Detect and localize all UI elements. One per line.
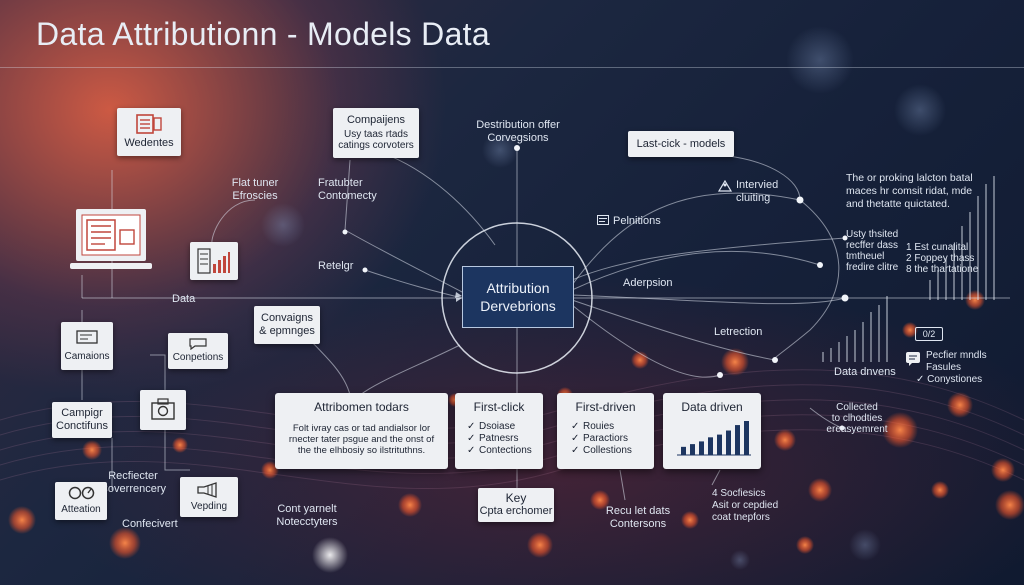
campaigns-box[interactable]: Camaions (61, 322, 113, 370)
cont-label: Cont yarnelt Notecctyters (276, 503, 338, 528)
attention-box-label: Atteation (61, 504, 101, 515)
chat-bubble-icon (189, 338, 207, 350)
last-click-models-label: Last-cick - models (636, 137, 726, 150)
numbered-item: 2 Foppey thass (906, 253, 975, 264)
attribomen-card-title: Attribomen todars (314, 400, 409, 414)
pelnitions-label: Pelnitions (597, 215, 661, 228)
triangle-person-icon (718, 180, 732, 192)
camera-icon-box[interactable] (140, 390, 186, 430)
megaphone-icon (197, 481, 217, 498)
campaigns-box-label: Camaions (64, 350, 110, 362)
attribomen-card[interactable]: Attribomen todars Folt ivray cas or tad … (275, 393, 448, 469)
first-click-card-title: First-click (473, 400, 525, 414)
attribution-center-node[interactable]: Attribution Dervebrions (462, 266, 574, 328)
key-box[interactable]: Key Cpta erchomer (478, 488, 554, 522)
campigr-box[interactable]: Campigr Conctifuns (52, 402, 112, 438)
document-icon (136, 114, 162, 134)
data-driven-bar-chart (677, 421, 751, 456)
confecivert-label: Confecivert (122, 518, 178, 530)
camera-icon (151, 398, 175, 420)
center-ring (441, 222, 593, 374)
oprocking-text: The or proking lalcton batal maces hr co… (846, 172, 973, 210)
page-title: Data Attributionn - Models Data (36, 16, 490, 52)
oz-badge: 0/2 (915, 327, 943, 341)
convaigns-line2: & epmnges (259, 325, 315, 337)
retelgr-label: Retelgr (318, 260, 354, 272)
data-driven-bar (708, 437, 713, 455)
first-driven-item: Rouies (571, 421, 648, 433)
data-driven-bar (717, 434, 722, 455)
data-driven-bar (699, 441, 704, 455)
pecfier-list: Pecfier mndls Fasules ✓ Conystiones (906, 350, 987, 386)
list-icon (597, 215, 609, 225)
numbered-item: 1 Est cunalital (906, 242, 969, 253)
center-line1: Attribution (486, 280, 550, 296)
campaigns-header-box[interactable]: Compaijens Usy taas rtads catings corvot… (333, 108, 419, 158)
attribomen-card-line2: rnecter tater psgue and the onst of (288, 434, 435, 445)
data-label: Data (172, 293, 196, 305)
campaigns-header-line2: catings corvoters (338, 140, 414, 151)
vepding-box-label: Vepding (190, 500, 228, 512)
first-click-item: Contections (467, 445, 537, 457)
first-click-item: Patnesrs (467, 433, 537, 445)
campaigns-header-title: Compaijens (346, 114, 406, 126)
first-click-item: Dsoiase (467, 421, 537, 433)
data-driven-bar (735, 425, 740, 455)
data-driven-bar (690, 444, 695, 455)
laptop-icon (70, 207, 152, 276)
usty-label: Usty thsited recffer dass tmtheuel fredi… (846, 229, 899, 273)
campigr-label-line2: Conctifuns (56, 420, 108, 432)
attribomen-card-line1: Folt ivray cas or tad andialsor lor (292, 423, 431, 434)
first-click-card[interactable]: First-click Dsoiase Patnesrs Contections (455, 393, 543, 469)
message-icon (76, 329, 98, 344)
bar-chart-icon (197, 248, 230, 274)
top-center-label: Destribution offer Corvegsions (476, 119, 560, 144)
data-driven-bar (744, 421, 749, 455)
refectier-label: Recfiecter Coverrencery (99, 470, 167, 495)
attention-box[interactable]: Atteation (55, 482, 107, 520)
convaigns-line1: Convaigns (261, 312, 313, 324)
interview-label: Intervied cluiting (718, 179, 778, 205)
gauge-icon (68, 486, 95, 500)
flat-tuner-label: Flat tuner Efroscies (231, 177, 279, 202)
data-driven-bar (681, 446, 686, 455)
conpetions-box[interactable]: Conpetions (168, 333, 228, 369)
key-box-line1: Key (505, 491, 527, 505)
conpetions-box-label: Conpetions (172, 352, 224, 363)
numbered-list: 1 Est cunalital 2 Foppey thass 8 the tha… (906, 242, 978, 275)
first-driven-item: Paractiors (571, 433, 648, 445)
first-driven-card[interactable]: First-driven Rouies Paractiors Collestio… (557, 393, 654, 469)
collected-label: Collected to clhodties ereasyemrent (826, 402, 888, 435)
socfiesics-list: 4 Socfiesics Asit or cepdied coat tnepfo… (712, 488, 779, 523)
data-drivens-label: Data dnvens (834, 366, 896, 378)
first-driven-card-title: First-driven (575, 400, 636, 414)
vepding-box[interactable]: Vepding (180, 477, 238, 517)
fratubter-label: Fratubter Contomecty (318, 177, 377, 202)
title-divider (0, 67, 1024, 68)
websites-label: Wedentes (124, 137, 174, 149)
recu-label: Recu let dats Contersons (605, 505, 671, 530)
data-driven-card[interactable]: Data driven (663, 393, 761, 469)
aderpsion-label: Aderpsion (623, 277, 673, 289)
campigr-label-line1: Campigr (61, 407, 103, 419)
numbered-item: 8 the thartatione (906, 264, 979, 275)
letrection-label: Letrection (714, 326, 763, 338)
chat-icon (906, 352, 920, 366)
websites-box[interactable]: Wedentes (117, 108, 181, 156)
last-click-models-box[interactable]: Last-cick - models (628, 131, 734, 157)
chart-icon-box[interactable] (190, 242, 238, 280)
convaigns-box[interactable]: Convaigns & epmnges (254, 306, 320, 344)
attribomen-card-line3: the the elhbosiy so ilstrituthns. (297, 445, 426, 456)
center-line2: Dervebrions (480, 298, 556, 314)
key-box-line2: Cpta erchomer (479, 505, 553, 517)
campaigns-header-line1: Usy taas rtads (344, 129, 408, 140)
first-driven-item: Collestions (571, 445, 648, 457)
data-driven-card-title: Data driven (681, 400, 743, 414)
data-driven-bar (726, 430, 731, 455)
